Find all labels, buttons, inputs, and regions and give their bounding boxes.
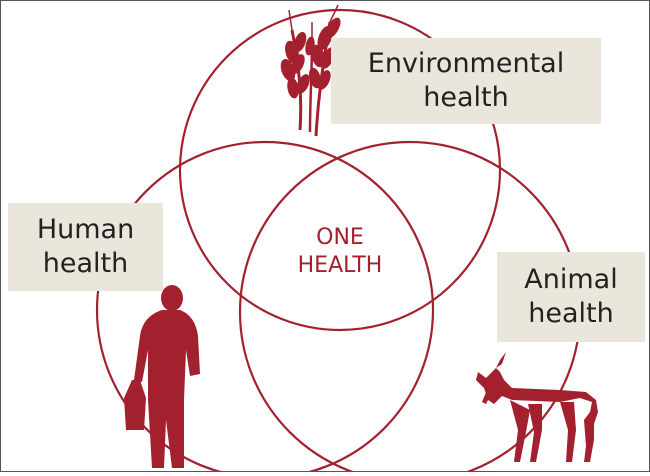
person-icon	[124, 285, 200, 468]
one-health-center-label: ONE HEALTH	[280, 224, 400, 280]
human-line2: health	[42, 248, 129, 279]
human-health-label: Human health	[8, 203, 163, 291]
human-line1: Human	[36, 214, 135, 245]
center-line2: HEALTH	[297, 253, 383, 278]
animal-line1: Animal	[524, 264, 618, 295]
center-line1: ONE	[316, 225, 364, 250]
environmental-line2: health	[423, 82, 509, 113]
animal-line2: health	[528, 298, 614, 329]
environmental-line1: Environmental	[367, 48, 565, 79]
human-circle	[95, 140, 435, 476]
environmental-health-label: Environmental health	[331, 38, 601, 124]
goat-icon	[476, 352, 598, 462]
environmental-circle	[178, 8, 502, 332]
animal-health-label: Animal health	[497, 252, 645, 342]
wheat-icon	[280, 4, 341, 137]
